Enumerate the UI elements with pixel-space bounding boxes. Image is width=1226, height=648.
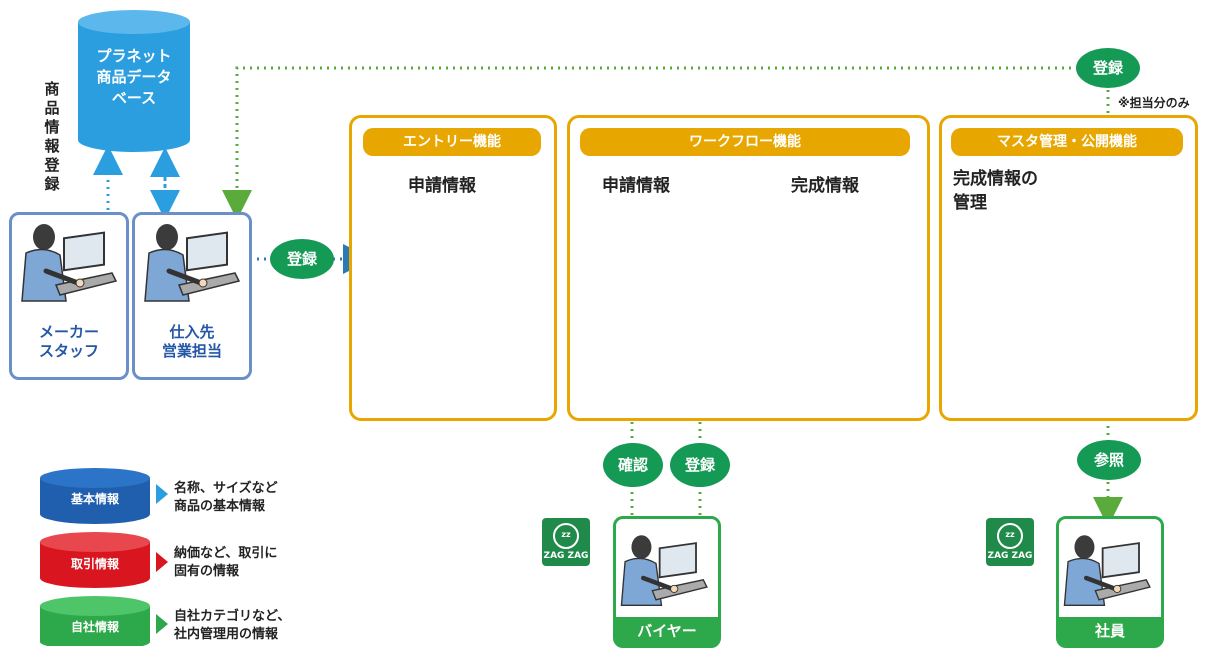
zagzag-logo-text: ZAG ZAG [543,551,589,561]
master-function-title: マスタ管理・公開機能 [951,128,1183,156]
workflow-heading-complete: 完成情報 [791,176,859,196]
supplier-sales-label-1: 仕入先 [169,323,215,341]
entry-trade-info: 取引情報 [425,295,486,313]
register-badge-entry[interactable]: 登録 [270,239,334,279]
employee-label: 社員 [1059,617,1161,645]
employee-card[interactable]: 社員 [1056,516,1164,648]
zagzag-face-icon: zz [997,523,1023,549]
storage-documents-label: 保存 書類 [971,274,1004,317]
master-panel [939,115,1198,421]
workflow-heading-applied: 申請情報 [602,176,670,196]
legend-company-desc: 自社カテゴリなど、 社内管理用の情報 [174,609,291,642]
complete-basic-info: 基本情報 [806,235,867,253]
complete-company-info: 自社情報 [806,350,867,368]
maker-staff-label-1: メーカー [38,323,99,341]
register-badge-buyer[interactable]: 登録 [670,443,730,487]
workflow-trade-info: 取引情報 [617,305,678,323]
maker-staff-person-icon [16,223,126,308]
buyer-person-icon [616,533,716,613]
product-info-register-vertical: 商 品 情 報 登 録 [44,80,60,193]
confirm-badge[interactable]: 確認 [603,443,663,487]
legend-basic-desc: 名称、サイズなど 商品の基本情報 [174,481,278,514]
legend-cylinder-trade [40,532,150,588]
master-heading: 完成情報の 管理 [953,167,1038,215]
legend-basic-label: 基本情報 [70,492,119,506]
register-flow-top [222,66,1085,220]
legend-company-label: 自社情報 [70,620,119,634]
buyer-card[interactable]: バイヤー [613,516,721,648]
master-info-label: マスタ 情報 [1084,275,1130,317]
product-database-label: プラネット 商品データ ベース [96,47,172,107]
workflow-panel [567,115,930,421]
maker-staff-label-2: スタッフ [38,342,99,360]
maker-staff-card[interactable]: メーカー スタッフ [9,212,129,380]
zagzag-face-icon: zz [553,523,579,549]
entry-function-title: エントリー機能 [363,128,541,156]
employee-person-icon [1059,533,1159,613]
buyer-label: バイヤー [616,617,718,645]
register-badge-master[interactable]: 登録 [1076,48,1140,88]
legend-trade-label: 取引情報 [70,557,119,571]
master-heading-line2: 管理 [953,193,987,213]
supplier-sales-person-icon [139,223,249,308]
supplier-sales-label-2: 営業担当 [161,342,222,360]
complete-trade-info: 取引情報 [806,295,867,313]
assigned-only-note: ※担当分のみ [1118,96,1190,110]
master-heading-line1: 完成情報の [953,169,1038,189]
workflow-basic-info: 基本情報 [617,235,678,253]
workflow-company-info: 自社情報 [656,350,717,368]
workflow-arrow-label: ワークフロー [620,266,705,282]
entry-panel [349,115,557,421]
legend-cylinder-company [40,596,150,646]
legend-trade-desc: 納価など、取引に 固有の情報 [174,546,278,579]
supplier-sales-card[interactable]: 仕入先 営業担当 [132,212,252,380]
entry-basic-info: 基本情報 [411,235,472,253]
product-database-cylinder [78,10,190,152]
zagzag-logo-buyer: zz ZAG ZAG [542,518,590,566]
legend-cylinder-basic [40,468,150,524]
zagzag-logo-employee: zz ZAG ZAG [986,518,1034,566]
zagzag-logo-text: ZAG ZAG [987,551,1033,561]
workflow-function-title: ワークフロー機能 [580,128,910,156]
reference-badge[interactable]: 参照 [1077,440,1141,480]
entry-heading: 申請情報 [408,176,476,196]
